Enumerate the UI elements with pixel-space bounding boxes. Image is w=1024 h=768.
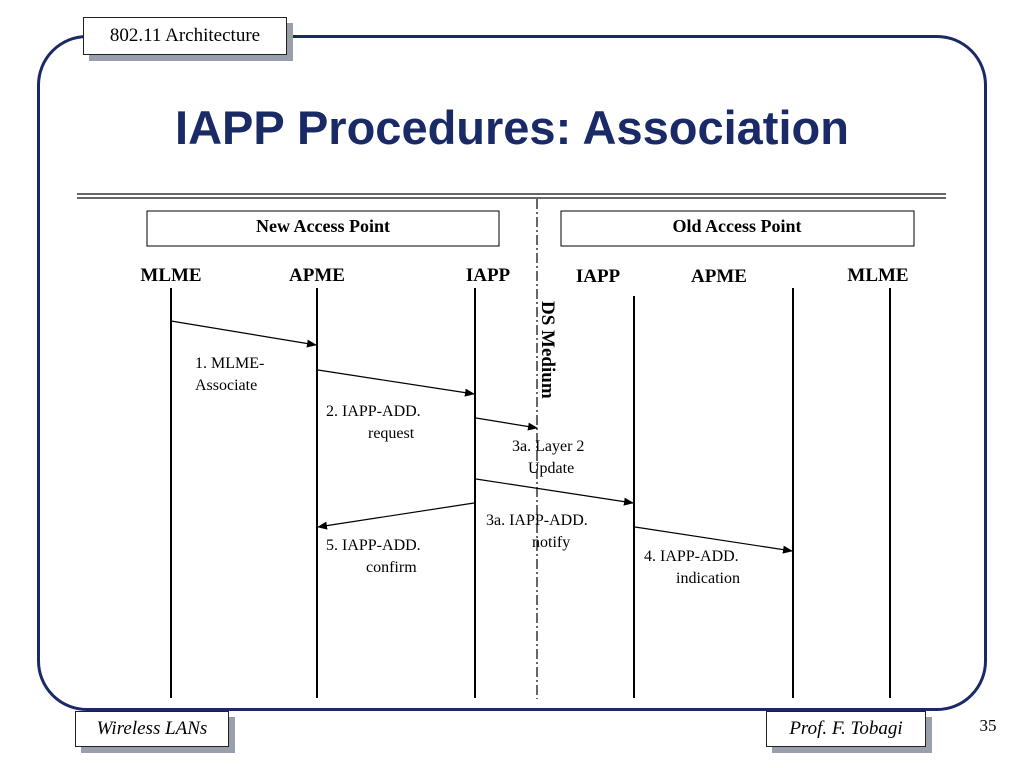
arrow-iapp-add-notify <box>475 478 634 506</box>
msg-iapp-add-request-line1: 2. IAPP-ADD. <box>326 403 421 420</box>
msg-iapp-add-notify-line2: notify <box>532 534 570 551</box>
ds-medium-label: DS Medium <box>537 301 558 399</box>
slide-frame <box>37 35 987 711</box>
new-access-point-label: New Access Point <box>256 216 390 236</box>
footer-author: Prof. F. Tobagi <box>766 711 926 747</box>
msg-layer2-update-line2: Update <box>528 460 574 477</box>
msg-mlme-associate-line1: 1. MLME- <box>195 355 264 372</box>
msg-layer2-update-line1: 3a. Layer 2 <box>512 438 584 455</box>
entity-apme-old: APME <box>691 266 747 287</box>
entity-mlme-new: MLME <box>140 265 201 286</box>
section-tag: 802.11 Architecture <box>83 17 287 55</box>
entity-iapp-old: IAPP <box>576 266 621 287</box>
page-number: 35 <box>979 716 997 735</box>
old-access-point-box: Old Access Point <box>560 210 915 247</box>
msg-iapp-add-confirm-line1: 5. IAPP-ADD. <box>326 537 421 554</box>
new-access-point-box: New Access Point <box>146 210 500 247</box>
arrow-mlme-associate <box>170 320 317 348</box>
msg-mlme-associate-line2: Associate <box>195 377 257 394</box>
msg-iapp-add-confirm-line2: confirm <box>366 559 417 576</box>
slide-title: IAPP Procedures: Association <box>175 101 849 154</box>
arrow-layer2-update <box>475 417 538 431</box>
arrow-iapp-add-indication <box>634 526 793 554</box>
entity-iapp-new: IAPP <box>466 265 511 286</box>
old-access-point-label: Old Access Point <box>673 216 802 236</box>
msg-iapp-add-request-line2: request <box>368 425 415 442</box>
msg-iapp-add-notify-line1: 3a. IAPP-ADD. <box>486 512 588 529</box>
arrow-iapp-add-request <box>317 369 475 397</box>
arrow-iapp-add-confirm <box>317 502 475 530</box>
entity-apme-new: APME <box>289 265 345 286</box>
entity-mlme-old: MLME <box>847 265 908 286</box>
msg-iapp-add-indication-line1: 4. IAPP-ADD. <box>644 548 739 565</box>
footer-course-name: Wireless LANs <box>75 711 229 747</box>
msg-iapp-add-indication-line2: indication <box>676 570 740 587</box>
